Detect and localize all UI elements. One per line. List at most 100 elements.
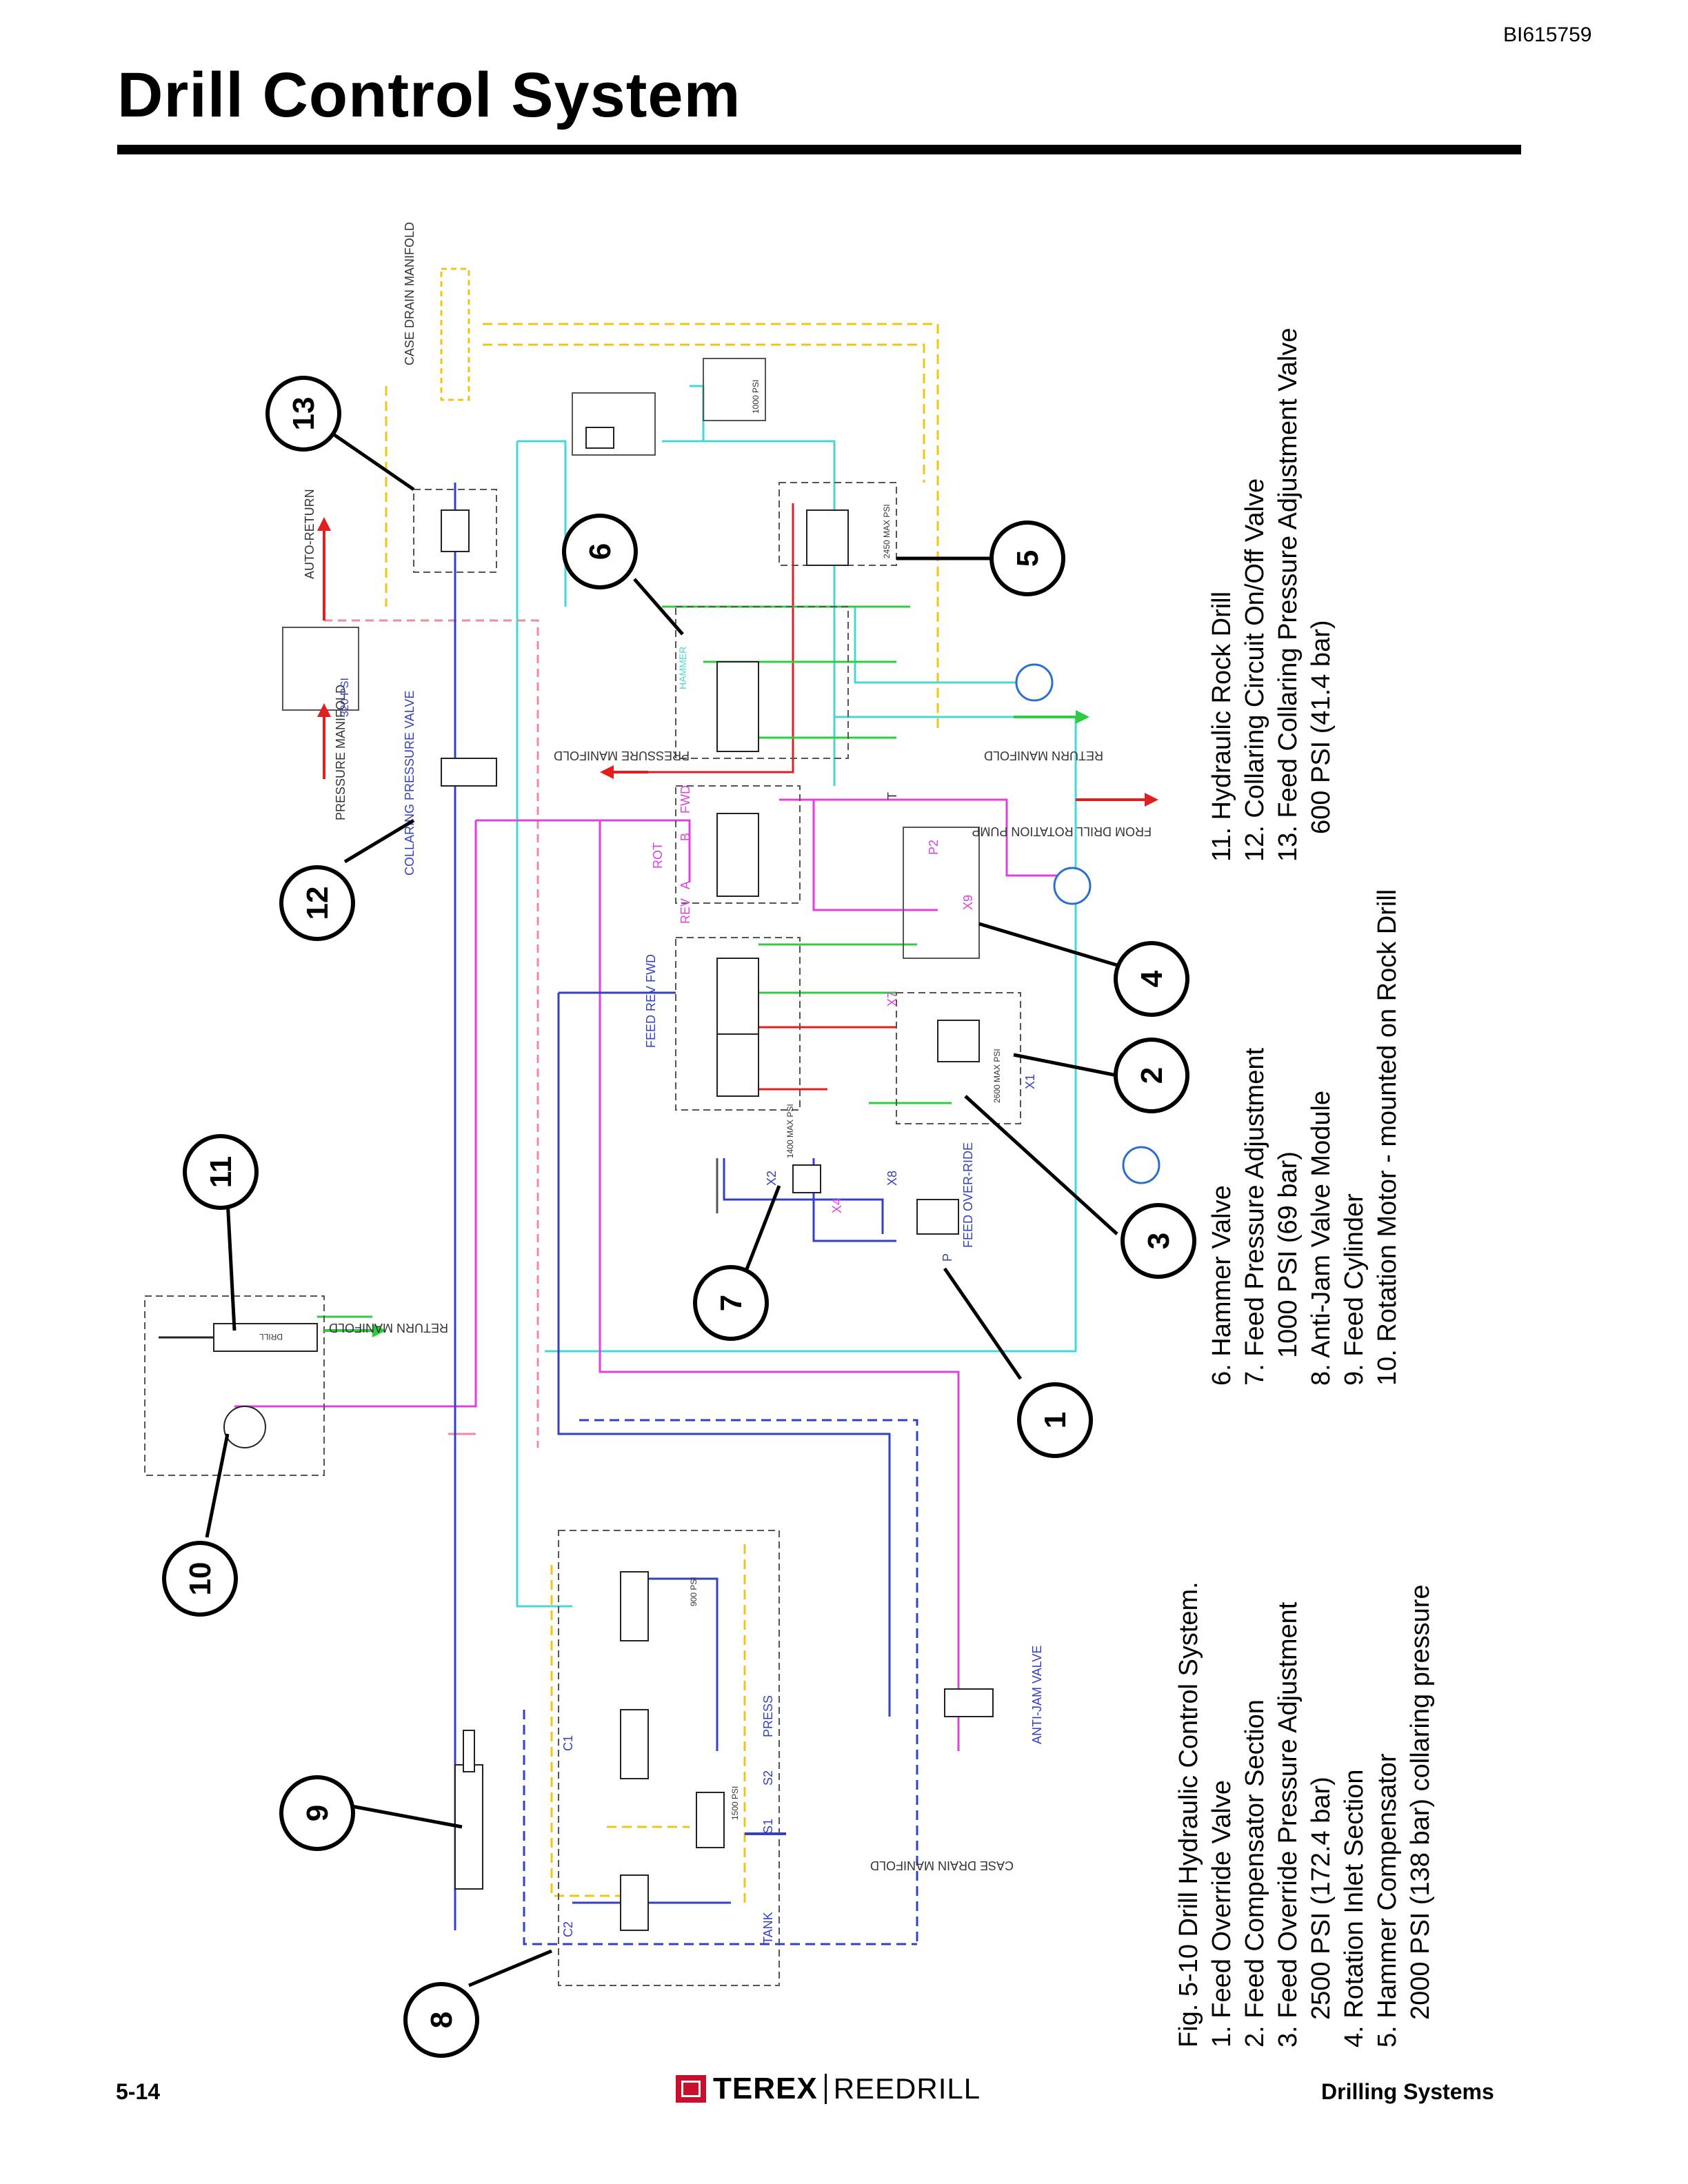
leader-line — [225, 1199, 237, 1331]
label-s2: S2 — [761, 1770, 775, 1786]
legend-item: 2. Feed Compensator Section — [1240, 1699, 1269, 2048]
cylinder-rod — [463, 1730, 475, 1772]
control-line — [723, 1158, 884, 1234]
case-drain-manifold — [440, 267, 470, 401]
valve-spools — [441, 427, 994, 1931]
callout-circle — [265, 376, 341, 452]
anti-jam-module-box — [558, 1530, 780, 1986]
legend-item: 11. Hydraulic Rock Drill — [1207, 591, 1236, 862]
callout-8: 8 — [425, 2012, 459, 2028]
page-title: Drill Control System — [117, 60, 741, 130]
valve-spool — [716, 661, 759, 752]
label-x4: X4 — [830, 1198, 844, 1213]
leader-line — [205, 1433, 230, 1538]
pilot-line — [516, 441, 572, 1608]
label-x8: X8 — [885, 1171, 899, 1186]
drain-line — [523, 1710, 917, 1945]
callout-6: 6 — [583, 543, 617, 560]
leader-line — [351, 1804, 463, 1829]
pilot-line — [517, 440, 567, 607]
pilot-line — [545, 440, 1077, 1353]
leader-line — [964, 1095, 1118, 1235]
gauge-feed — [1122, 1146, 1160, 1184]
pilot-line — [854, 607, 1027, 684]
legend-item: 5. Hammer Compensator — [1373, 1753, 1402, 2048]
label-psi-900: 900 PSI — [689, 1577, 699, 1606]
callout-circle — [1114, 1038, 1189, 1113]
rotation-line — [896, 798, 1076, 877]
callout-12: 12 — [301, 887, 334, 920]
legend-caption: Fig. 5-10 Drill Hydraulic Control System… — [1174, 1581, 1203, 2048]
label-psi-2600: 2600 MAX PSI — [992, 1049, 1002, 1103]
legend-item: 8. Anti-Jam Valve Module — [1307, 1090, 1336, 1386]
leader-line — [633, 578, 684, 636]
case-drain-line — [483, 323, 939, 731]
leader-line — [343, 818, 415, 864]
page-number: 5-14 — [116, 2079, 161, 2104]
drain-line — [579, 1419, 918, 1944]
legend-column-3: 11. Hydraulic Rock Drill 12. Collaring C… — [1205, 328, 1338, 862]
callout-circle — [1017, 1382, 1093, 1458]
legend-area: Fig. 5-10 Drill Hydraulic Control System… — [1172, 290, 1503, 2048]
valve-spool — [441, 509, 470, 552]
brand-divider — [824, 2074, 827, 2104]
label-return-manifold-2: RETURN MANIFOLD — [329, 1321, 448, 1335]
arrow-head — [1076, 710, 1089, 724]
label-s1: S1 — [761, 1819, 775, 1834]
terex-logo-icon — [676, 2075, 706, 2103]
valve-spool — [441, 758, 497, 787]
auto-return-line — [324, 619, 539, 1448]
leader-line — [978, 922, 1118, 967]
legend-item: 1000 PSI (69 bar) — [1274, 1151, 1303, 1358]
rock-drill — [159, 1323, 318, 1448]
pressure-gauges — [1015, 663, 1160, 1184]
legend-item: 13. Feed Collaring Pressure Adjustment V… — [1274, 327, 1303, 862]
callout-13: 13 — [287, 397, 321, 431]
callout-4: 4 — [1135, 970, 1169, 987]
legend-item: 6. Hammer Valve — [1207, 1185, 1236, 1386]
label-tank: TANK — [761, 1912, 775, 1944]
label-case-drain-manifold-2: CASE DRAIN MANIFOLD — [870, 1859, 1014, 1872]
label-c2: C2 — [561, 1921, 575, 1937]
callout-circle — [1121, 1203, 1196, 1279]
callout-circle — [279, 865, 355, 941]
label-t: T — [885, 792, 899, 800]
label-rot: ROT — [651, 842, 665, 869]
callout-5: 5 — [1011, 550, 1045, 567]
label-press: PRESS — [761, 1695, 775, 1737]
callout-1: 1 — [1038, 1412, 1072, 1428]
valve-spool — [716, 813, 759, 897]
rotation-line — [234, 820, 477, 1408]
label-x7: X7 — [885, 991, 899, 1007]
rotation-line — [812, 800, 938, 911]
callout-circle — [1114, 941, 1189, 1017]
label-psi-320: 320 PSI — [339, 678, 351, 717]
label-p2: P2 — [927, 840, 941, 855]
relief-1000 — [703, 358, 766, 421]
arrow-head — [1145, 793, 1158, 807]
callout-9: 9 — [301, 1805, 334, 1821]
label-collaring-pressure-valve: COLLARING PRESSURE VALVE — [403, 691, 416, 876]
pressure-line — [607, 503, 794, 774]
label-feed-override: FEED OVER-RIDE — [961, 1142, 975, 1248]
callout-numbers: 13 5 6 4 2 3 12 1 7 11 10 9 8 — [183, 397, 1176, 2029]
callout-circle — [989, 520, 1065, 596]
label-auto-return: AUTO-RETURN — [303, 489, 316, 579]
legend-item: 1. Feed Override Valve — [1207, 1780, 1236, 2048]
rotation-motor-symbol — [223, 1406, 266, 1448]
label-psi-1400: 1400 MAX PSI — [785, 1104, 795, 1158]
label-c1: C1 — [561, 1735, 575, 1751]
valve-spool — [716, 958, 759, 1035]
rotation-line — [599, 820, 960, 1751]
callout-10: 10 — [183, 1562, 217, 1596]
label-x9: X9 — [961, 895, 975, 910]
component-outlines — [144, 482, 1021, 1986]
feed-section-box — [675, 937, 801, 1111]
label-drill: DRILL — [259, 1332, 283, 1342]
callout-7: 7 — [714, 1295, 748, 1311]
feed-compensator-box — [896, 992, 1021, 1124]
gauge-rotation — [1053, 867, 1092, 905]
callout-circle — [279, 1775, 355, 1851]
legend-item: 7. Feed Pressure Adjustment — [1240, 1047, 1269, 1386]
